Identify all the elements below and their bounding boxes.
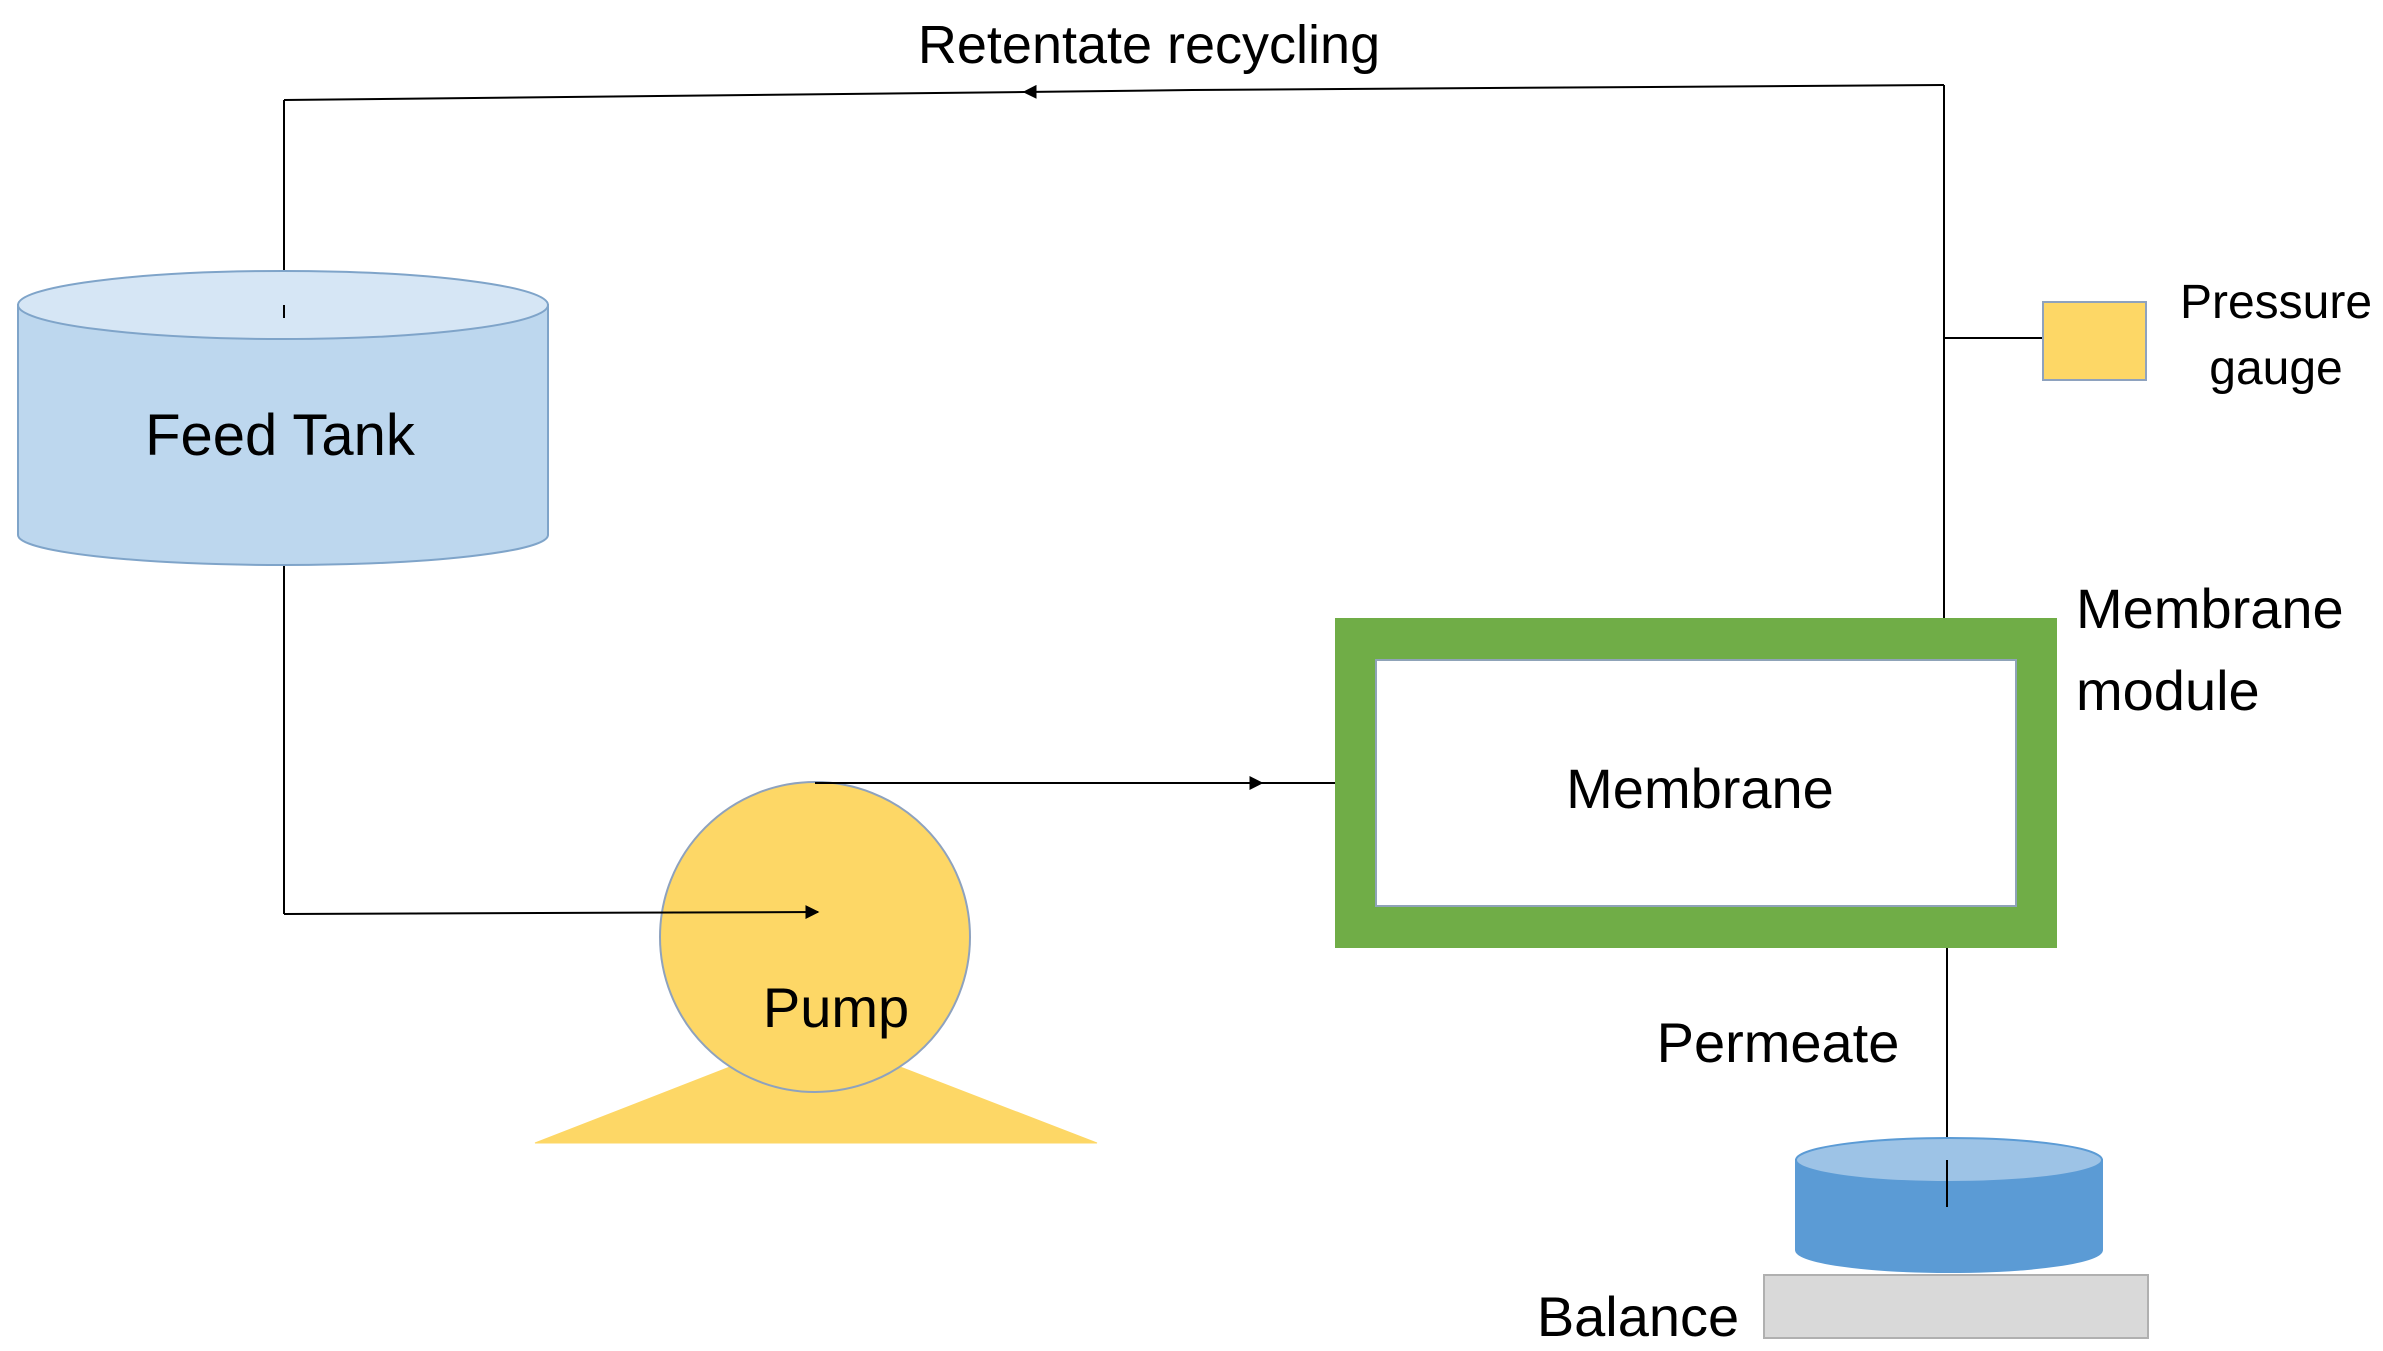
balance-platform <box>1763 1274 2149 1339</box>
permeate-beaker <box>1795 1137 2103 1273</box>
retentate-top-line-left <box>283 91 1025 101</box>
pressure-gauge-label-line2: gauge <box>2209 342 2342 395</box>
feed-tank-body <box>17 304 549 566</box>
pump-body <box>659 781 971 1093</box>
pump-label: Pump <box>763 976 909 1039</box>
balance-label: Balance <box>1537 1285 1739 1348</box>
membrane-module-label-line2: module <box>2076 659 2260 722</box>
feed-tank <box>17 270 549 566</box>
permeate-beaker-top <box>1795 1137 2103 1183</box>
pressure-gauge-box <box>2042 301 2147 381</box>
feed-tank-label: Feed Tank <box>145 403 416 468</box>
permeate-beaker-body <box>1795 1159 2103 1273</box>
retentate-arrow <box>1022 84 1193 99</box>
membrane-box <box>1375 659 2017 907</box>
pressure-gauge-label-line1: Pressure <box>2180 276 2372 329</box>
retentate-top-line-right <box>1191 84 1945 91</box>
permeate-label: Permeate <box>1657 1011 1900 1074</box>
membrane-module-label-line1: Membrane <box>2076 577 2344 640</box>
feed-to-pump-arrow <box>283 905 820 920</box>
membrane-label: Membrane <box>1566 757 1834 820</box>
retentate-recycling-label: Retentate recycling <box>918 15 1380 75</box>
